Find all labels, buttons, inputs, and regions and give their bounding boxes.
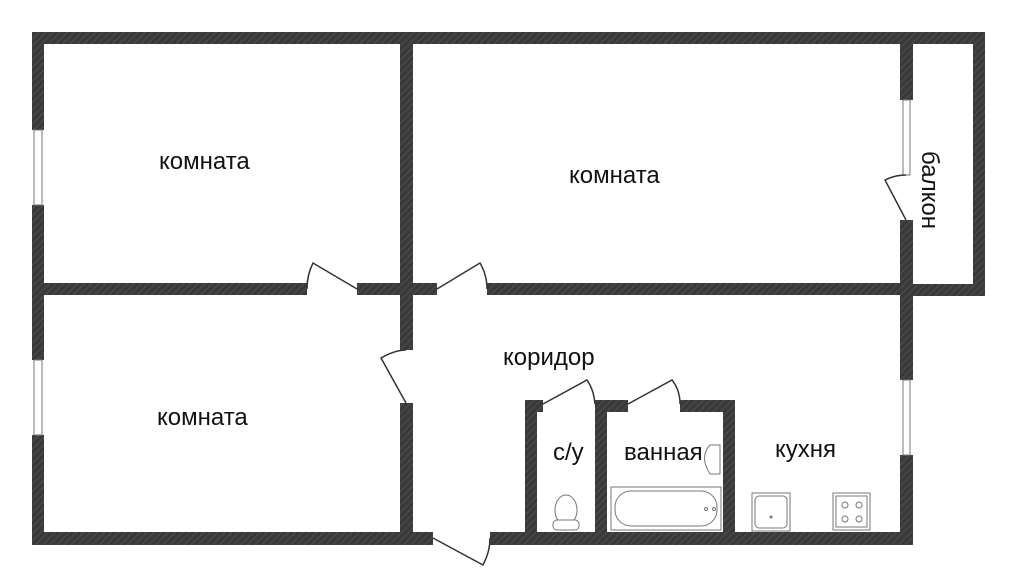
door-balcony [883, 174, 907, 221]
room-label-corridor: коридор [503, 344, 595, 371]
wall-vertical-upper [400, 32, 413, 350]
window-left-bottom [33, 359, 43, 436]
room-label-balcony: балкон [915, 151, 943, 229]
wall-left-mid [32, 205, 44, 360]
wall-left-lower [32, 435, 44, 545]
wall-right-bottom [900, 455, 913, 545]
window-balcony [902, 99, 911, 176]
toilet-icon [552, 494, 580, 531]
wall-middle-3 [487, 283, 913, 295]
bath-wall-top-b [680, 400, 735, 412]
wall-top [32, 32, 985, 44]
bath-wall-right [723, 400, 735, 545]
doors [306, 174, 907, 567]
wall-right-mid [900, 220, 913, 380]
wall-left-upper [32, 32, 44, 130]
room-label-top-right: комната [569, 162, 660, 189]
window-kitchen [902, 379, 911, 456]
bath-wall-left [595, 400, 607, 545]
door-toilet [542, 379, 596, 405]
room-label-kitchen: кухня [775, 436, 837, 463]
room-label-bathroom: ванная [624, 439, 703, 466]
door-entrance [432, 537, 491, 567]
door-bathroom [627, 379, 681, 405]
wall-bottom-left [32, 532, 433, 545]
wall-right-top [900, 32, 913, 100]
bathtub-icon [610, 486, 722, 531]
window-left-top [33, 129, 43, 206]
balcony-wall-right [973, 32, 985, 296]
door-top-left-room [306, 261, 358, 290]
wall-bottom-right [490, 532, 913, 545]
door-top-right-room [436, 261, 488, 290]
toilet-wall-left [525, 400, 537, 545]
balcony-wall-bottom [900, 284, 985, 296]
room-label-top-left: комната [159, 148, 250, 175]
room-label-bottom-left: комната [157, 404, 248, 431]
bath-wall-top-a [595, 400, 628, 412]
washbasin-icon [704, 444, 721, 475]
stove-icon [832, 492, 871, 531]
wall-middle-1 [32, 283, 307, 295]
wall-middle-2 [357, 283, 437, 295]
fixtures [552, 444, 871, 532]
windows [33, 99, 911, 456]
sink-icon [751, 492, 791, 532]
toilet-wall-top [525, 400, 543, 412]
wall-vertical-lower [400, 403, 413, 545]
room-label-toilet: с/у [553, 439, 584, 466]
door-bottom-left-room [379, 349, 407, 404]
walls [32, 32, 985, 545]
